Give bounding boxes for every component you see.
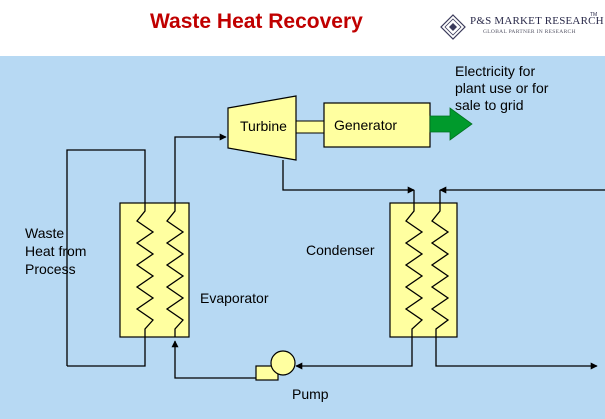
electricity-label-line-2: plant use or for: [455, 80, 549, 96]
evaporator-coils: [135, 203, 185, 337]
ps-logo-mark-icon: [440, 14, 466, 40]
condenser-label: Condenser: [306, 242, 375, 258]
condenser-to-pump-line: [295, 337, 413, 370]
electricity-output-arrow: [429, 107, 473, 141]
pump: [255, 350, 296, 381]
logo-tagline: GLOBAL PARTNER IN RESEARCH: [483, 29, 576, 35]
waste-heat-label-line-1: Waste: [25, 225, 64, 241]
evaporator: [119, 202, 190, 338]
evaporator-coil-right: [165, 203, 185, 337]
turbine-to-condenser-line: [282, 160, 415, 194]
cooling-water-outlet-line: [435, 337, 598, 370]
turbine-label: Turbine: [240, 118, 287, 134]
piping: [66, 133, 605, 379]
header: Waste Heat Recovery P&S MARKET RESEARCH …: [0, 0, 605, 56]
condenser-coil-left: [404, 190, 424, 337]
pump-impeller: [270, 350, 296, 376]
logo-trademark: TM: [590, 12, 598, 18]
condenser: [389, 202, 458, 338]
waste-heat-label-line-2: Heat from: [25, 243, 86, 259]
page-title: Waste Heat Recovery: [150, 10, 363, 33]
turbine-shaft: [293, 120, 325, 134]
logo-name: P&S MARKET RESEARCH: [470, 15, 604, 27]
diagram-panel: [0, 56, 605, 419]
condenser-coil-right: [430, 190, 450, 337]
generator-label: Generator: [334, 117, 397, 133]
electricity-label-line-3: sale to grid: [455, 97, 523, 113]
brand-logo: P&S MARKET RESEARCH TM GLOBAL PARTNER IN…: [440, 10, 604, 44]
waste-heat-label-line-3: Process: [25, 261, 76, 277]
electricity-label-line-1: Electricity for: [455, 63, 535, 79]
pump-label: Pump: [292, 386, 329, 402]
turbine: [227, 95, 297, 161]
waste-heat-return-line: [67, 337, 146, 367]
evaporator-coil-left: [135, 203, 155, 337]
evaporator-label: Evaporator: [200, 290, 269, 306]
generator: [323, 102, 431, 148]
waste-heat-loop-line: [66, 149, 146, 366]
evaporator-to-turbine-line: [174, 133, 227, 203]
condenser-coils: [404, 190, 450, 337]
pump-to-evaporator-line: [171, 340, 258, 379]
